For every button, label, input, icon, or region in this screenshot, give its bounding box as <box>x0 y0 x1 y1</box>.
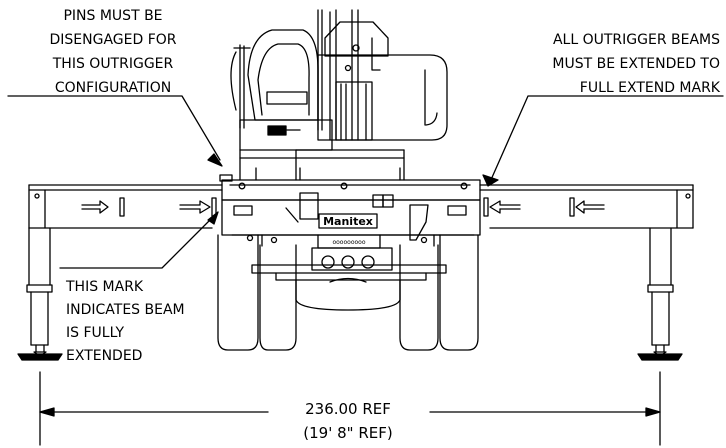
mark-note-line: IS FULLY <box>66 325 125 341</box>
left-outrigger-leg <box>17 227 63 361</box>
beams-note-line: MUST BE EXTENDED TO <box>552 56 720 72</box>
cab-structure <box>219 9 448 182</box>
dimension-secondary: (19' 8" REF) <box>303 424 392 442</box>
mark-note-line: THIS MARK <box>65 279 144 295</box>
right-outrigger-beam <box>479 184 694 229</box>
dimension-line <box>39 371 661 446</box>
mark-note-line: EXTENDED <box>66 348 142 364</box>
manitex-logo: Manitex <box>323 215 373 228</box>
svg-text:ooooooooo: ooooooooo <box>332 239 365 246</box>
left-outrigger-beam <box>28 184 223 229</box>
right-outrigger-leg <box>637 227 683 361</box>
mark-note-line: INDICATES BEAM <box>66 302 185 318</box>
front-tires <box>217 234 479 351</box>
pins-note: PINS MUST BE DISENGAGED FOR THIS OUTRIGG… <box>49 8 176 96</box>
pins-note-line: PINS MUST BE <box>63 8 162 24</box>
pins-note-line: THIS OUTRIGGER <box>52 56 174 72</box>
beams-note-line: ALL OUTRIGGER BEAMS <box>553 32 720 48</box>
pins-note-line: DISENGAGED FOR <box>49 32 176 48</box>
beams-note: ALL OUTRIGGER BEAMS MUST BE EXTENDED TO … <box>552 32 720 96</box>
mark-note: THIS MARK INDICATES BEAM IS FULLY EXTEND… <box>65 279 185 364</box>
dimension-primary: 236.00 REF <box>305 400 391 418</box>
dimension-text: 236.00 REF (19' 8" REF) <box>303 400 392 442</box>
beams-note-line: FULL EXTEND MARK <box>580 80 721 96</box>
pins-note-line: CONFIGURATION <box>55 80 171 96</box>
leader-lines <box>7 95 724 269</box>
carrier-chassis: Manitex ooooooooo <box>221 179 481 281</box>
